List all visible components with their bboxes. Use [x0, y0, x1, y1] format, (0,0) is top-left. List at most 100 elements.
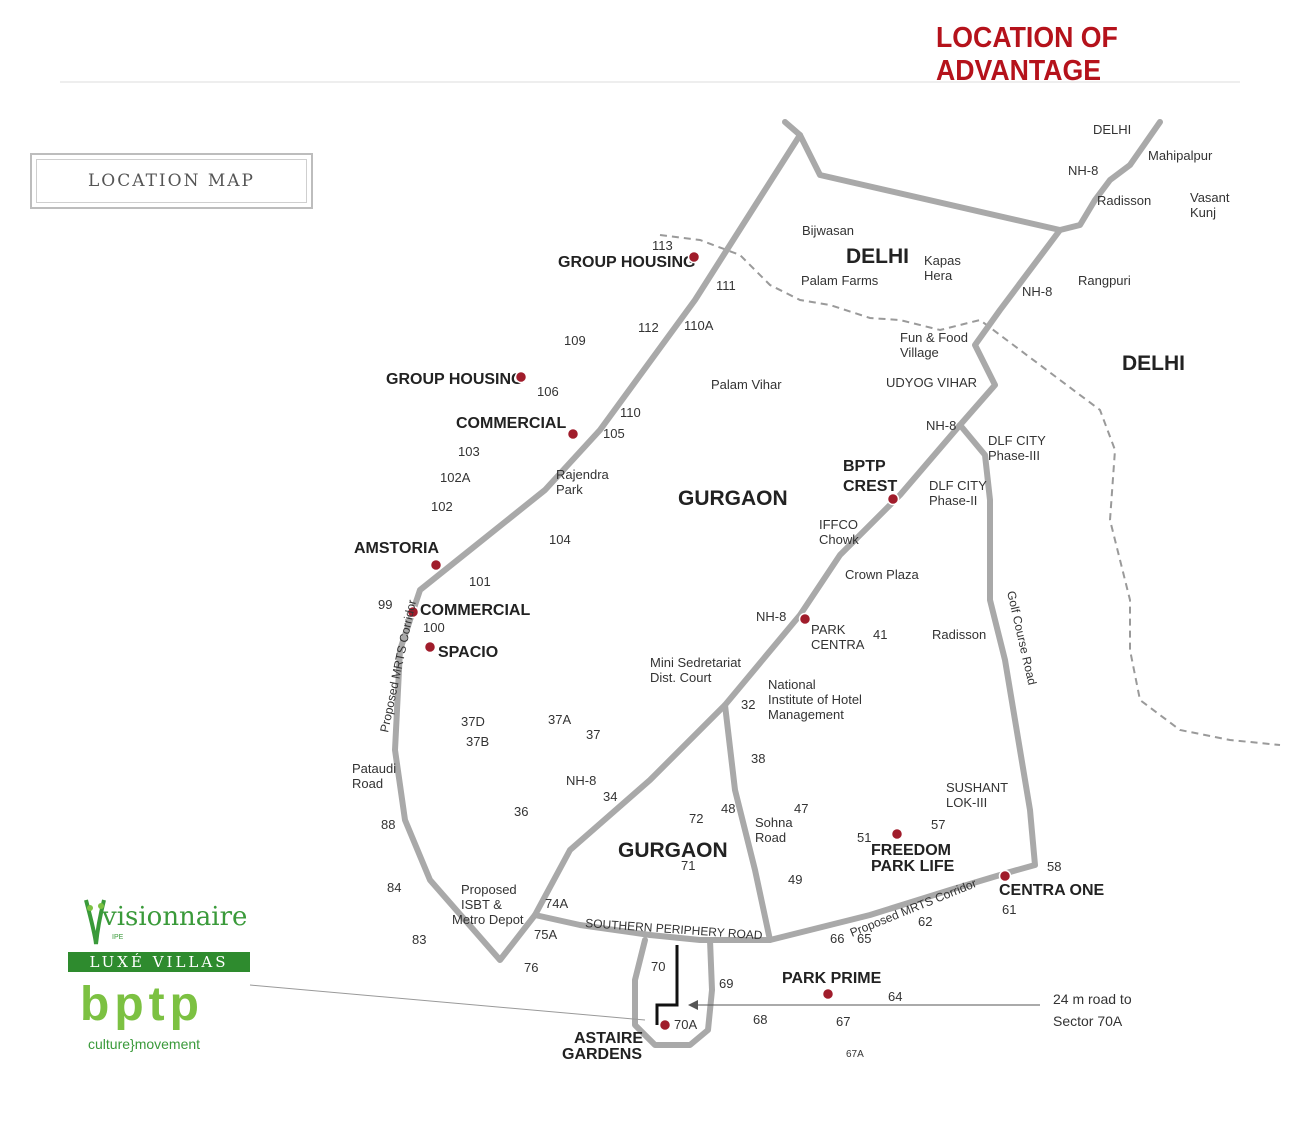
sector-label: 37A — [548, 712, 571, 727]
place-nihm-2: Institute of Hotel — [768, 692, 862, 707]
sector-label: 37D — [461, 714, 485, 729]
sector-label: 88 — [381, 817, 395, 832]
marker-bptp-crest — [886, 492, 900, 506]
region-gurgaon-1: GURGAON — [678, 487, 788, 510]
place-rangpuri: Rangpuri — [1078, 273, 1131, 288]
sector-label: 68 — [753, 1012, 767, 1027]
sector-label: 70 — [651, 959, 665, 974]
place-kapas-2: Hera — [924, 268, 953, 283]
place-iffco-1: IFFCO — [819, 517, 858, 532]
sohna-road — [722, 702, 773, 943]
brand-bptp-logo: bptp — [80, 978, 204, 1031]
place-mini-sec-2: Dist. Court — [650, 670, 712, 685]
sector-label: 109 — [564, 333, 586, 348]
place-pataudi-2: Road — [352, 776, 383, 791]
region-delhi-1: DELHI — [846, 245, 909, 268]
place-kapas-1: Kapas — [924, 253, 961, 268]
place-sushant-1: SUSHANT — [946, 780, 1008, 795]
brand-luxe-villas: LUXÉ VILLAS — [68, 952, 250, 972]
project-group-housing-2: GROUP HOUSING — [386, 371, 524, 388]
project-park-centra-1: PARK — [811, 622, 846, 637]
sector-label: 101 — [469, 574, 491, 589]
label-24m-road-2: Sector 70A — [1053, 1013, 1123, 1029]
sector-label: 103 — [458, 444, 480, 459]
place-isbt-2: ISBT & — [461, 897, 502, 912]
sector-label: 48 — [721, 801, 735, 816]
region-gurgaon-2: GURGAON — [618, 839, 728, 862]
place-dlf2-1: DLF CITY — [929, 478, 987, 493]
project-commercial-2: COMMERCIAL — [420, 602, 530, 619]
marker-park-prime — [821, 987, 835, 1001]
marker-spacio — [423, 640, 437, 654]
region-delhi-2: DELHI — [1122, 352, 1185, 375]
marker-centra-one — [998, 869, 1012, 883]
location-map-legend: LOCATION MAP — [30, 153, 313, 209]
sector-label: 41 — [873, 627, 887, 642]
place-sohna-1: Sohna — [755, 815, 793, 830]
place-mini-sec-1: Mini Sedretariat — [650, 655, 741, 670]
sector-label: 100 — [423, 620, 445, 635]
nh8-highway — [532, 119, 1163, 918]
place-nh8-2: NH-8 — [1022, 284, 1052, 299]
sector-70-loop — [632, 937, 715, 1048]
sector-label: 37B — [466, 734, 489, 749]
project-park-centra-2: CENTRA — [811, 637, 865, 652]
brand-pointer-line — [249, 984, 646, 1021]
sector-label: 32 — [741, 697, 755, 712]
project-centra-one: CENTRA ONE — [999, 882, 1105, 899]
place-bijwasan: Bijwasan — [802, 223, 854, 238]
sector-label: 113 — [652, 238, 673, 253]
marker-park-centra — [798, 612, 812, 626]
project-commercial-1: COMMERCIAL — [456, 415, 566, 432]
place-nh8-3: NH-8 — [926, 418, 956, 433]
place-pataudi-1: Pataudi — [352, 761, 396, 776]
sector-label: 75A — [534, 927, 557, 942]
sector-label: 111 — [716, 278, 736, 293]
place-dlf3-1: DLF CITY — [988, 433, 1046, 448]
sector-label: 84 — [387, 880, 401, 895]
place-vasant-2: Kunj — [1190, 205, 1216, 220]
label-24m-road-1: 24 m road to — [1053, 991, 1132, 1007]
sector-label: 67A — [846, 1049, 864, 1060]
arrow-icon — [688, 1000, 698, 1010]
sector-label: 112 — [638, 320, 659, 335]
place-nihm-1: National — [768, 677, 816, 692]
place-nh8-5: NH-8 — [566, 773, 596, 788]
sector-label: 34 — [603, 789, 617, 804]
sector-label: 105 — [603, 426, 625, 441]
sector-label: 71 — [681, 858, 695, 873]
project-astaire-2: GARDENS — [562, 1046, 642, 1063]
project-amstoria: AMSTORIA — [354, 540, 439, 557]
sector-label: 110A — [684, 318, 714, 333]
sector-label: 38 — [751, 751, 765, 766]
marker-commercial-2 — [406, 605, 420, 619]
project-park-prime: PARK PRIME — [782, 970, 882, 987]
golf-course-road — [957, 422, 1038, 875]
sector-label: 83 — [412, 932, 426, 947]
sector-label: 67 — [836, 1014, 850, 1029]
marker-group-housing-1 — [687, 250, 701, 264]
sector-label: 36 — [514, 804, 528, 819]
sector-label: 62 — [918, 914, 932, 929]
place-sohna-2: Road — [755, 830, 786, 845]
sector-label: 99 — [378, 597, 392, 612]
access-road-70a — [655, 945, 679, 1025]
brand-culture: culture}movement — [88, 1036, 201, 1052]
sector-label: 66 — [830, 931, 844, 946]
dwarka-road — [392, 132, 803, 963]
marker-commercial-1 — [566, 427, 580, 441]
sector-label: 76 — [524, 960, 538, 975]
brand-visionnaire: visionnaire — [102, 902, 248, 932]
sector-label: 47 — [794, 801, 808, 816]
southern-periphery-road — [532, 869, 1013, 943]
sector-label: 70A — [674, 1017, 697, 1032]
project-spacio: SPACIO — [438, 644, 498, 661]
sector-label: 58 — [1047, 859, 1061, 874]
place-fun-1: Fun & Food — [900, 330, 968, 345]
place-udyog-vihar: UDYOG VIHAR — [886, 375, 977, 390]
sector-label: 64 — [888, 989, 902, 1004]
sector-label: 51 — [857, 830, 871, 845]
sector-label: 104 — [549, 532, 571, 547]
marker-astaire-gardens — [658, 1018, 672, 1032]
